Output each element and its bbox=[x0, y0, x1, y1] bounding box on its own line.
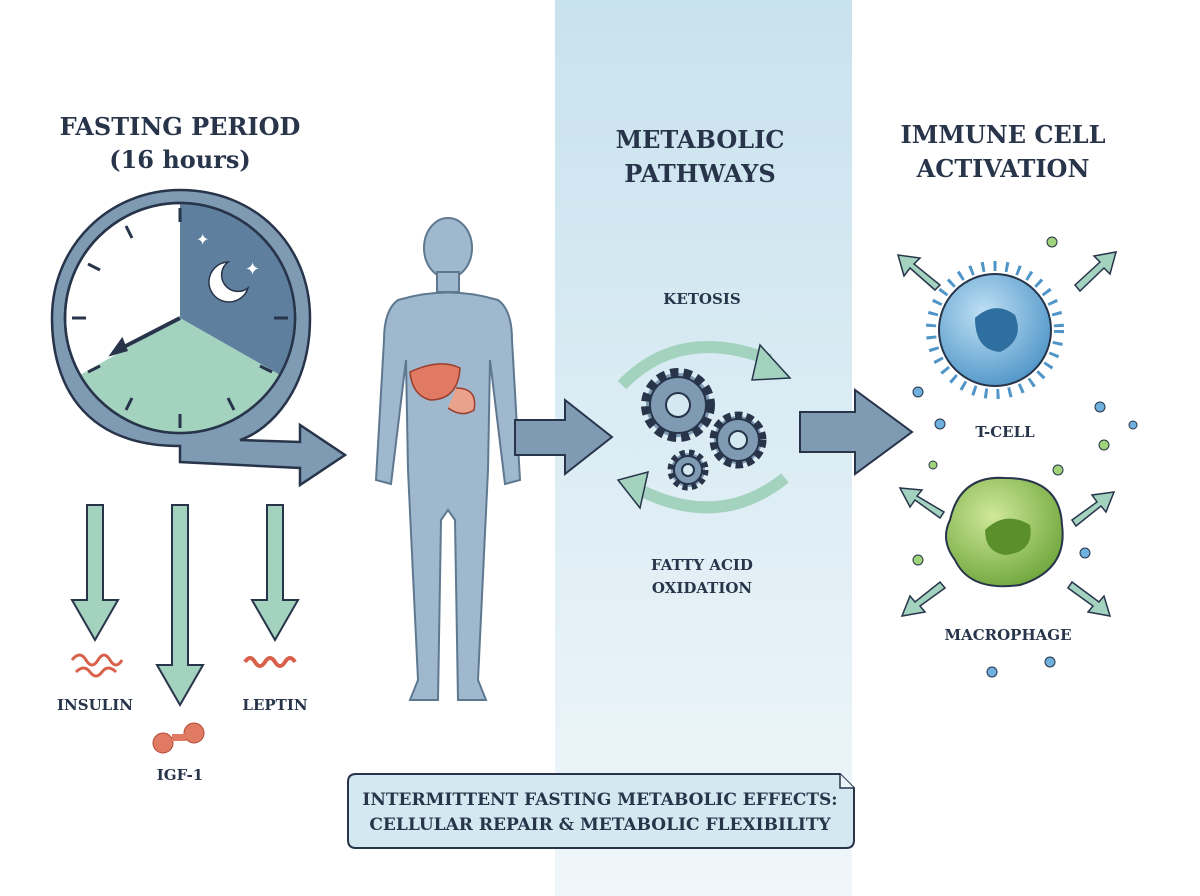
svg-text:METABOLIC: METABOLIC bbox=[616, 125, 785, 154]
arrow-body-to-metabolic bbox=[514, 397, 614, 477]
svg-text:FASTING PERIOD: FASTING PERIOD bbox=[60, 112, 301, 141]
clock-icon: ✦ ✦ bbox=[50, 188, 348, 488]
metabolic-title: METABOLIC PATHWAYS bbox=[616, 125, 785, 188]
arrow-metabolic-to-immune bbox=[799, 388, 914, 476]
hormone-label-leptin: LEPTIN bbox=[242, 696, 307, 714]
liver-stomach-icon bbox=[409, 363, 476, 415]
down-arrow-igf1 bbox=[155, 504, 205, 708]
down-arrow-leptin bbox=[250, 504, 300, 643]
fatty-acid-arrowhead bbox=[616, 470, 650, 510]
macrophage-icon bbox=[945, 476, 1064, 588]
insulin-molecule-icon bbox=[70, 653, 124, 678]
ketosis-arrowhead bbox=[751, 343, 792, 381]
human-body-icon bbox=[374, 217, 522, 701]
banner-line1: INTERMITTENT FASTING METABOLIC EFFECTS: bbox=[362, 790, 837, 810]
fatty-acid-label-line2: OXIDATION bbox=[652, 579, 753, 597]
particles bbox=[912, 236, 1138, 678]
summary-banner: INTERMITTENT FASTING METABOLIC EFFECTS: … bbox=[347, 773, 855, 849]
activation-arrows bbox=[896, 251, 1118, 617]
svg-text:IMMUNE CELL: IMMUNE CELL bbox=[900, 120, 1105, 149]
svg-text:✦: ✦ bbox=[196, 230, 209, 249]
macrophage-label: MACROPHAGE bbox=[944, 626, 1071, 644]
fasting-title: FASTING PERIOD (16 hours) bbox=[60, 112, 301, 174]
fatty-acid-label-line1: FATTY ACID bbox=[651, 556, 753, 574]
down-arrow-insulin bbox=[70, 504, 120, 643]
svg-text:ACTIVATION: ACTIVATION bbox=[916, 154, 1090, 183]
fatty-acid-cycle-arrow bbox=[637, 473, 789, 514]
immune-title: IMMUNE CELL ACTIVATION bbox=[900, 120, 1105, 183]
igf1-molecule-icon bbox=[152, 722, 205, 754]
leptin-molecule-icon bbox=[243, 656, 297, 668]
t-cell-icon bbox=[926, 261, 1064, 399]
ketosis-label: KETOSIS bbox=[663, 290, 740, 308]
hormone-arrows bbox=[70, 504, 300, 708]
t-cell-label: T-CELL bbox=[975, 423, 1035, 441]
banner-line2: CELLULAR REPAIR & METABOLIC FLEXIBILITY bbox=[369, 815, 831, 835]
hormone-label-igf1: IGF-1 bbox=[157, 766, 203, 784]
svg-text:(16 hours): (16 hours) bbox=[109, 145, 251, 174]
svg-text:PATHWAYS: PATHWAYS bbox=[624, 159, 775, 188]
svg-text:✦: ✦ bbox=[245, 259, 260, 280]
hormone-label-insulin: INSULIN bbox=[57, 696, 133, 714]
gears-icon bbox=[641, 368, 767, 491]
ketosis-cycle-arrow bbox=[617, 341, 773, 390]
